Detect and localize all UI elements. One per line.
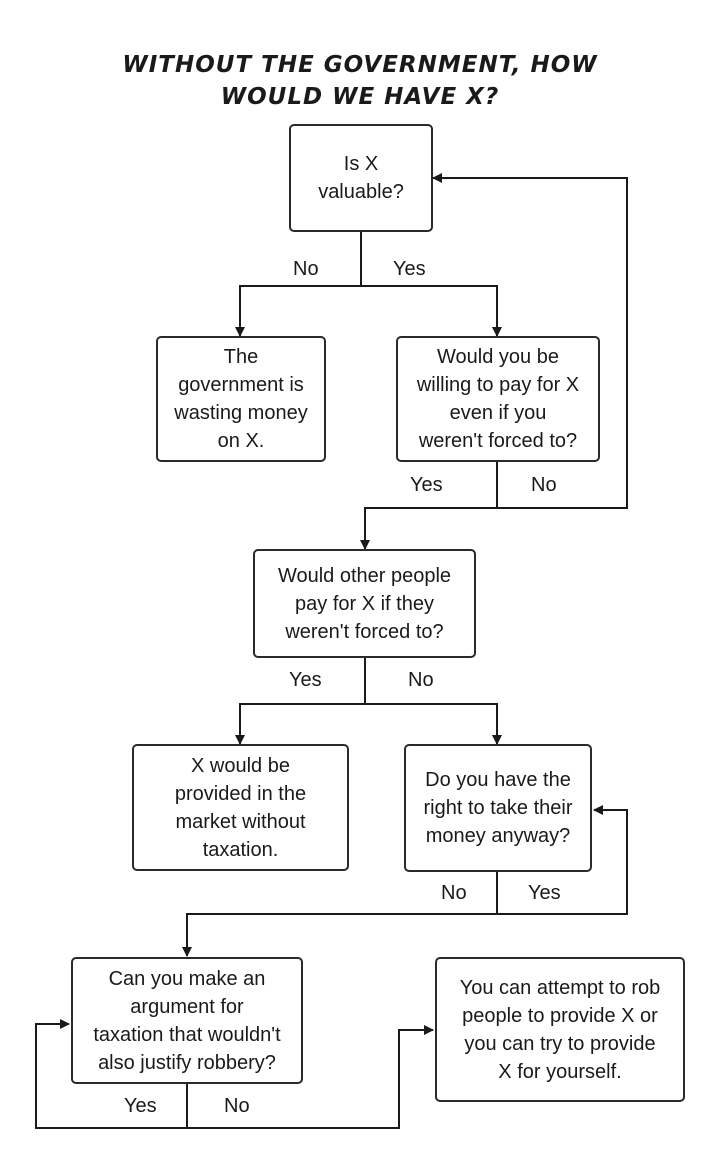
edge-label-right-no: No	[441, 882, 467, 904]
question-others-pay: Would other people pay for X if they wer…	[253, 549, 476, 658]
edge-label-willing-no: No	[531, 474, 557, 496]
connector-right-yes-loop	[497, 805, 628, 915]
edge-label-valuable-no: No	[293, 258, 319, 280]
edge-label-others-yes: Yes	[289, 669, 322, 691]
page-title-line1: WITHOUT THE GOVERNMENT, HOW	[122, 52, 598, 78]
connector-right-no	[182, 913, 497, 957]
result-market-provides-text: X would be provided in the market withou…	[174, 754, 307, 861]
connector-valuable-yes	[361, 285, 502, 337]
question-is-x-valuable: Is X valuable?	[289, 124, 433, 232]
edge-label-willing-yes: Yes	[410, 474, 443, 496]
connector-others-yes	[235, 703, 365, 745]
connector-willing-no-loop	[432, 173, 628, 509]
connector-willing-yes	[360, 507, 497, 550]
connector-argument-yes-loop	[35, 1019, 187, 1129]
question-right-to-take: Do you have the right to take their mone…	[404, 744, 592, 872]
result-government-wasting-text: The government is wasting money on X.	[174, 346, 308, 452]
edge-label-argument-no: No	[224, 1095, 250, 1117]
connector-valuable-no	[235, 285, 361, 337]
connector-argument-no	[187, 1025, 434, 1129]
question-willing-to-pay: Would you be willing to pay for X even i…	[396, 336, 600, 462]
result-government-wasting: The government is wasting money on X.	[156, 336, 326, 462]
question-argument-for-taxation: Can you make an argument for taxation th…	[71, 957, 303, 1084]
result-market-provides: X would be provided in the market withou…	[132, 744, 349, 871]
question-right-to-take-text: Do you have the right to take their mone…	[423, 769, 573, 847]
edge-label-valuable-yes: Yes	[393, 258, 426, 280]
result-rob-or-provide: You can attempt to rob people to provide…	[435, 957, 685, 1102]
edge-label-right-yes: Yes	[528, 882, 561, 904]
page-title-line2: WOULD WE HAVE X?	[220, 84, 500, 110]
question-argument-for-taxation-text: Can you make an argument for taxation th…	[93, 967, 281, 1074]
edge-label-argument-yes: Yes	[124, 1095, 157, 1117]
connector-others-no	[365, 703, 502, 745]
edge-label-others-no: No	[408, 669, 434, 691]
question-others-pay-text: Would other people pay for X if they wer…	[277, 564, 452, 643]
result-rob-or-provide-text: You can attempt to rob people to provide…	[459, 976, 661, 1083]
question-willing-to-pay-text: Would you be willing to pay for X even i…	[416, 346, 580, 452]
question-is-x-valuable-text: Is X valuable?	[318, 153, 404, 203]
